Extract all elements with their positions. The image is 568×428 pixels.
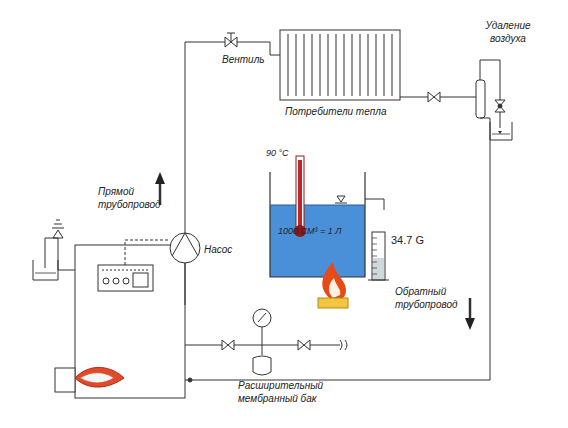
return-pipe-label: Обратный трубопровод — [395, 286, 467, 311]
scale-tick — [372, 268, 377, 269]
air-vent-label: Удаление воздуха — [468, 20, 548, 45]
supply-pipe-label: Прямой трубопровод — [98, 186, 158, 211]
expansion-tank-label: Расширительный мембранный бак — [238, 380, 338, 405]
radiator-fin — [320, 34, 321, 96]
radiator-fin — [392, 34, 393, 96]
scale-tick — [372, 262, 377, 263]
temperature-label: 90 °C — [266, 148, 296, 159]
radiator-fin — [384, 34, 385, 96]
radiator-fin — [352, 34, 353, 96]
radiator-fin — [376, 34, 377, 96]
radiator-fin — [360, 34, 361, 96]
scale-tick — [372, 256, 377, 257]
radiator-fin — [368, 34, 369, 96]
scale-tick — [372, 274, 377, 275]
valve-label: Вентиль — [222, 54, 282, 67]
radiator-fin — [336, 34, 337, 96]
radiator-fin — [344, 34, 345, 96]
scale-tick — [372, 244, 377, 245]
radiator-fin — [296, 34, 297, 96]
radiator-fin — [288, 34, 289, 96]
scale-tick — [372, 238, 377, 239]
radiator-fin — [328, 34, 329, 96]
mass-label: 34.7 G — [391, 234, 441, 248]
volume-label: 1000 СМ³ = 1 Л — [278, 226, 362, 237]
pump-label: Насос — [204, 244, 254, 257]
radiator-fin — [304, 34, 305, 96]
radiator-fin — [312, 34, 313, 96]
scale-tick — [372, 250, 377, 251]
radiator-label: Потребители тепла — [285, 106, 395, 119]
